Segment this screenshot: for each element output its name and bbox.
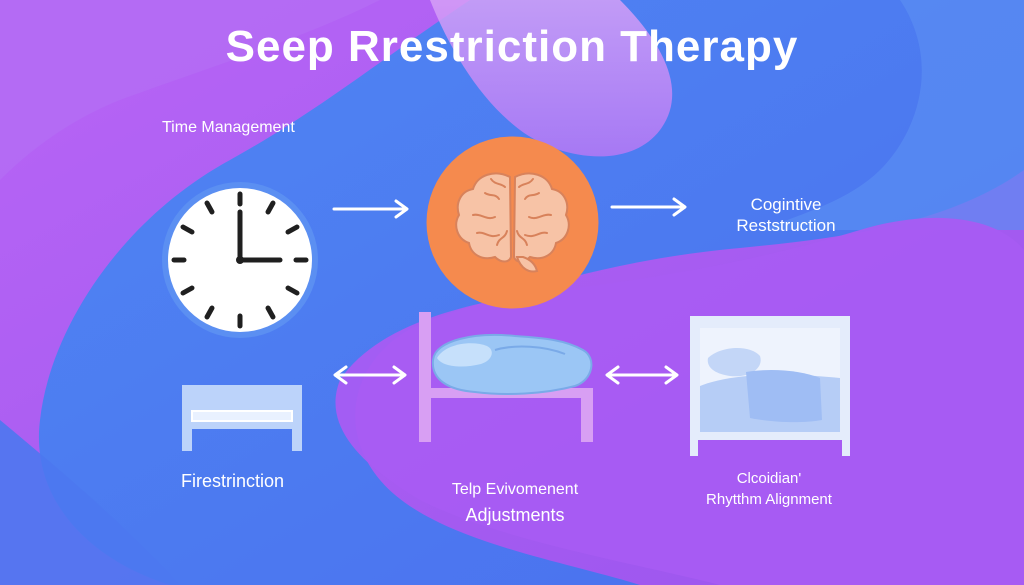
- clock-icon: [162, 182, 318, 338]
- double-arrow-icon: [333, 365, 407, 385]
- label-circadian-line1: Clcoidian': [736, 470, 802, 487]
- label-time-management: Time Management: [162, 119, 295, 136]
- bedroom-icon: [690, 316, 850, 456]
- brain-icon: [426, 136, 599, 309]
- bench-icon: [182, 385, 302, 451]
- label-cognitive-restructuring: Cogintive Reststruction: [716, 194, 856, 237]
- double-arrow-icon: [605, 365, 679, 385]
- label-telp-line1: Telp Evivomenent: [451, 481, 579, 498]
- diagram-title: Seep Rrestriction Therapy: [225, 22, 799, 71]
- label-cognitive-line1: Cogintive: [750, 195, 822, 214]
- label-circadian-rhythm-alignment: Clcoidian' Rhytthm Alignment: [690, 470, 848, 510]
- arrow-right-icon: [610, 197, 687, 217]
- arrow-right-icon: [332, 199, 409, 219]
- label-telp-line2: Adjustments: [465, 505, 565, 525]
- label-environment-adjustments: Telp Evivomenent Adjustments: [442, 480, 588, 527]
- label-firestrinction: Firestrinction: [181, 471, 285, 491]
- label-cognitive-line2: Reststruction: [736, 216, 836, 236]
- bed-icon: [419, 312, 593, 442]
- label-circadian-line2: Rhytthm Alignment: [706, 490, 832, 508]
